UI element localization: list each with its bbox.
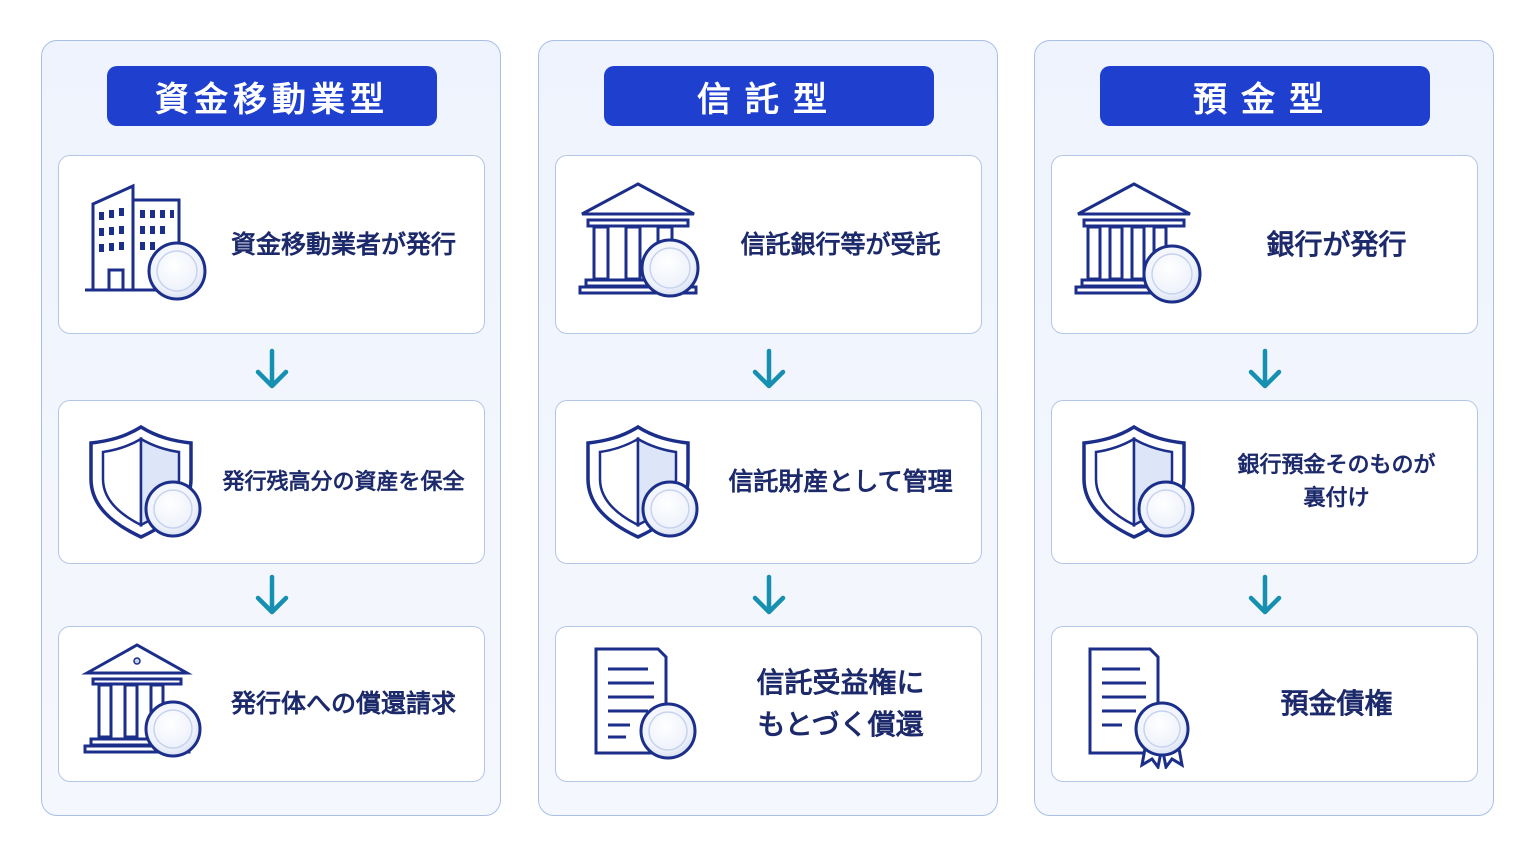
down-arrow-icon: [252, 573, 292, 619]
card-label: 発行体への償還請求: [230, 689, 456, 719]
card-label: 信託銀行等が受託: [740, 229, 941, 259]
down-arrow-icon: [1245, 573, 1285, 619]
column-title: 預金型: [1100, 66, 1430, 126]
step-card: 銀行預金そのものが 裏付け: [1051, 400, 1478, 564]
step-card: 銀行が発行: [1051, 155, 1478, 334]
bank-coin-icon: [578, 178, 718, 308]
shield-coin-icon: [578, 419, 718, 549]
column-deposit-type: 預金型 銀行が発行: [1034, 40, 1494, 816]
card-label: 信託財産として管理: [728, 467, 953, 497]
bank-coin-icon: [81, 639, 221, 769]
step-card: 発行残高分の資産を保全: [58, 400, 485, 564]
document-coin-icon: [578, 639, 718, 769]
down-arrow-icon: [749, 347, 789, 393]
card-label: 銀行が発行: [1266, 227, 1407, 261]
step-card: 資金移動業者が発行: [58, 155, 485, 334]
column-title: 信託型: [604, 66, 934, 126]
step-card: 預金債権: [1051, 626, 1478, 782]
shield-coin-icon: [1074, 419, 1214, 549]
card-label: 発行残高分の資産を保全: [222, 469, 465, 495]
column-title: 資金移動業型: [107, 66, 437, 126]
card-label: 資金移動業者が発行: [230, 229, 456, 259]
card-label: 銀行預金そのものが 裏付け: [1237, 453, 1436, 511]
card-label: 信託受益権に もとづく償還: [756, 666, 925, 741]
bank-coin-icon: [1074, 178, 1214, 308]
step-card: 信託受益権に もとづく償還: [555, 626, 982, 782]
step-card: 発行体への償還請求: [58, 626, 485, 782]
step-card: 信託銀行等が受託: [555, 155, 982, 334]
card-label: 預金債権: [1280, 687, 1393, 720]
column-fund-transfer-type: 資金移動業型: [41, 40, 501, 816]
down-arrow-icon: [749, 573, 789, 619]
down-arrow-icon: [1245, 347, 1285, 393]
office-building-coin-icon: [81, 178, 221, 308]
down-arrow-icon: [252, 347, 292, 393]
shield-coin-icon: [81, 419, 221, 549]
column-trust-type: 信託型 信託銀行等が受託: [538, 40, 998, 816]
certificate-seal-icon: [1074, 639, 1214, 769]
step-card: 信託財産として管理: [555, 400, 982, 564]
